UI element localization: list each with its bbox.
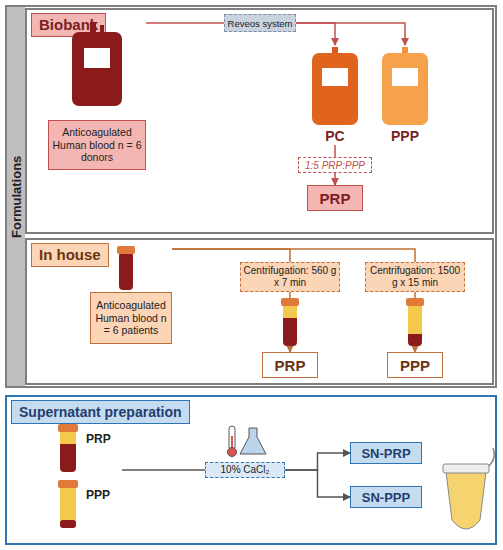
node-text: PC [305,127,365,145]
dilution-box: 1:5 PRP:PPP [298,157,372,173]
process-box: Centrifugation: 560 g x 7 min [240,262,340,292]
process-box: Centrifugation: 1500 g x 15 min [365,262,465,292]
thermometer-icon [228,426,237,457]
device-box: Reveos system [224,14,296,32]
node-text: Supernatant preparation [11,400,190,424]
ppp-bag [382,47,428,125]
node-text: Centrifugation: 560 g x 7 min [241,264,339,290]
node-text: PRP [275,357,306,374]
node-text: Centrifugation: 1500 g x 15 min [366,264,464,290]
node-text: Formulations [7,7,25,386]
prp-tube [281,298,299,346]
node-text: PPP [375,127,435,145]
node-text: Anticoagulated Human blood n = 6 patient… [90,292,172,344]
node-text: Reveos system [228,18,293,29]
node-text: PPP [400,357,430,374]
node-text: SN-PPP [362,490,410,505]
node-text: In house [31,243,109,267]
product-box: PRP [307,185,363,211]
flow-connector [146,22,224,24]
product-box: PRP [262,352,318,378]
blood-bag [72,22,122,106]
in-house-panel: In houseAnticoagulated Human blood n = 6… [25,238,494,385]
prp-sample-tube [58,424,78,472]
ppp-tube [406,298,424,346]
node-text: 1:5 PRP:PPP [305,160,365,171]
node-text: Anticoagulated Human blood n = 6 donors [48,120,146,170]
pc-bag [312,47,358,125]
process-arrow-shaft [122,469,205,471]
node-text: 10% CaCl₂ [219,463,272,477]
node-text: PRP [320,190,351,207]
blood-tube [117,246,135,290]
reagent-box: 10% CaCl₂ [205,462,285,478]
node-text: SN-PRP [361,446,410,461]
tube-label: PPP [86,488,110,502]
supernatant-box: SN-PRP [350,442,422,464]
ppp-sample-tube [58,480,78,528]
flow-connector [334,173,336,185]
product-box: PPP [387,352,443,378]
supernatant-box: SN-PPP [350,486,422,508]
tube-label: PRP [86,432,111,446]
supernatant-panel: Supernatant preparation 10% CaCl₂ SN-PRP SN… [5,395,497,545]
flow-connector [334,145,336,157]
